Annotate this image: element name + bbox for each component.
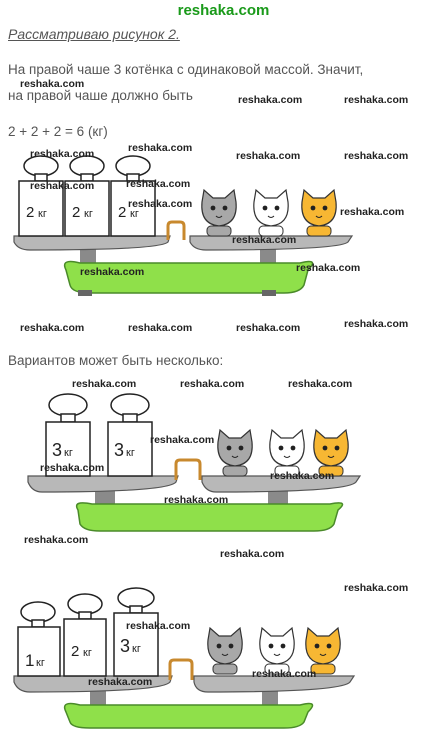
weight-1-label: 3 [52, 440, 62, 460]
left-pan [27, 475, 179, 493]
weight-2-unit: кг [126, 447, 135, 459]
watermark: reshaka.com [30, 180, 95, 192]
scale-base [63, 247, 314, 296]
kitten-gray-icon [217, 428, 253, 477]
watermark: reshaka.com [232, 234, 297, 246]
watermark: reshaka.com [344, 150, 409, 162]
watermark: reshaka.com [344, 582, 409, 594]
kitten-gray-icon [207, 626, 243, 675]
kitten-white-icon [269, 428, 305, 477]
weight-3-label: 2 [118, 204, 126, 221]
weight-1-unit: кг [38, 208, 47, 220]
kitten-orange-icon [313, 428, 349, 477]
weight-2-label: 2 [72, 204, 80, 221]
site-title[interactable]: reshaka.com [177, 2, 270, 19]
watermark: reshaka.com [80, 266, 145, 278]
watermark: reshaka.com [128, 142, 193, 154]
text-line-2: на правой чаше должно быть [8, 88, 193, 103]
kitten-white-icon [259, 626, 295, 675]
watermark: reshaka.com [164, 494, 229, 506]
scale-illustration-1: 2 кг 2 кг 2 кг [13, 155, 354, 296]
right-pan [189, 235, 354, 251]
scale-illustration-3: 1 кг 2 кг 3 кг [13, 587, 356, 729]
left-pan [13, 235, 171, 251]
weight-2-label: 3 [114, 440, 124, 460]
watermark: reshaka.com [30, 148, 95, 160]
kitten-orange-icon [305, 626, 341, 675]
weight-2: 2 кг [63, 593, 107, 677]
watermark: reshaka.com [296, 262, 361, 274]
equation-text: 2 + 2 + 2 = 6 (кг) [8, 124, 108, 139]
page-heading: Рассматриваю рисунок 2. [8, 26, 180, 42]
weight-2-unit: кг [83, 647, 92, 659]
watermark: reshaka.com [236, 150, 301, 162]
watermark: reshaka.com [220, 548, 285, 560]
watermark: reshaka.com [24, 534, 89, 546]
watermark: reshaka.com [252, 668, 317, 680]
watermark: reshaka.com [20, 322, 85, 334]
weight-2: 2 кг [64, 155, 110, 237]
weight-2-unit: кг [84, 208, 93, 220]
kitten-gray-icon [201, 188, 237, 237]
scale-link [174, 458, 202, 480]
weight-1-label: 1 [25, 651, 34, 670]
weight-1: 3 кг [45, 393, 91, 477]
watermark: reshaka.com [288, 378, 353, 390]
watermark: reshaka.com [150, 434, 215, 446]
watermark: reshaka.com [40, 462, 105, 474]
watermark: reshaka.com [238, 94, 303, 106]
scale-base [63, 688, 314, 729]
weight-3-label: 3 [120, 636, 130, 656]
scale-base [75, 488, 344, 532]
scale-link [168, 658, 194, 680]
watermark: reshaka.com [126, 178, 191, 190]
watermark: reshaka.com [126, 620, 191, 632]
scale-link [166, 220, 186, 240]
weight-1-unit: кг [64, 447, 73, 459]
weight-3-unit: кг [130, 208, 139, 220]
variants-text: Вариантов может быть несколько: [8, 353, 224, 368]
watermark: reshaka.com [344, 318, 409, 330]
weight-2: 3 кг [107, 393, 153, 477]
watermark: reshaka.com [340, 206, 405, 218]
scale-illustration-2: 3 кг 3 кг [27, 393, 362, 532]
watermark: reshaka.com [236, 322, 301, 334]
weight-3: 2 кг [110, 155, 156, 237]
kitten-orange-icon [301, 188, 337, 237]
weight-1: 1 кг [17, 601, 61, 677]
weight-1-unit: кг [36, 657, 45, 669]
weight-2-label: 2 [71, 643, 79, 660]
watermark: reshaka.com [88, 676, 153, 688]
watermark: reshaka.com [72, 378, 137, 390]
weight-3: 3 кг [113, 587, 159, 677]
kitten-white-icon [253, 188, 289, 237]
weight-3-unit: кг [132, 643, 141, 655]
watermark: reshaka.com [270, 470, 335, 482]
right-pan [193, 675, 356, 693]
left-pan [13, 675, 173, 693]
watermark: reshaka.com [180, 378, 245, 390]
watermark: reshaka.com [344, 94, 409, 106]
watermark: reshaka.com [128, 322, 193, 334]
text-line-1: На правой чаше 3 котёнка с одинаковой ма… [8, 62, 364, 77]
weight-1: 2 кг [18, 155, 64, 237]
weight-1-label: 2 [26, 204, 34, 221]
right-pan [201, 475, 362, 493]
watermark: reshaka.com [20, 78, 85, 90]
watermark: reshaka.com [128, 198, 193, 210]
